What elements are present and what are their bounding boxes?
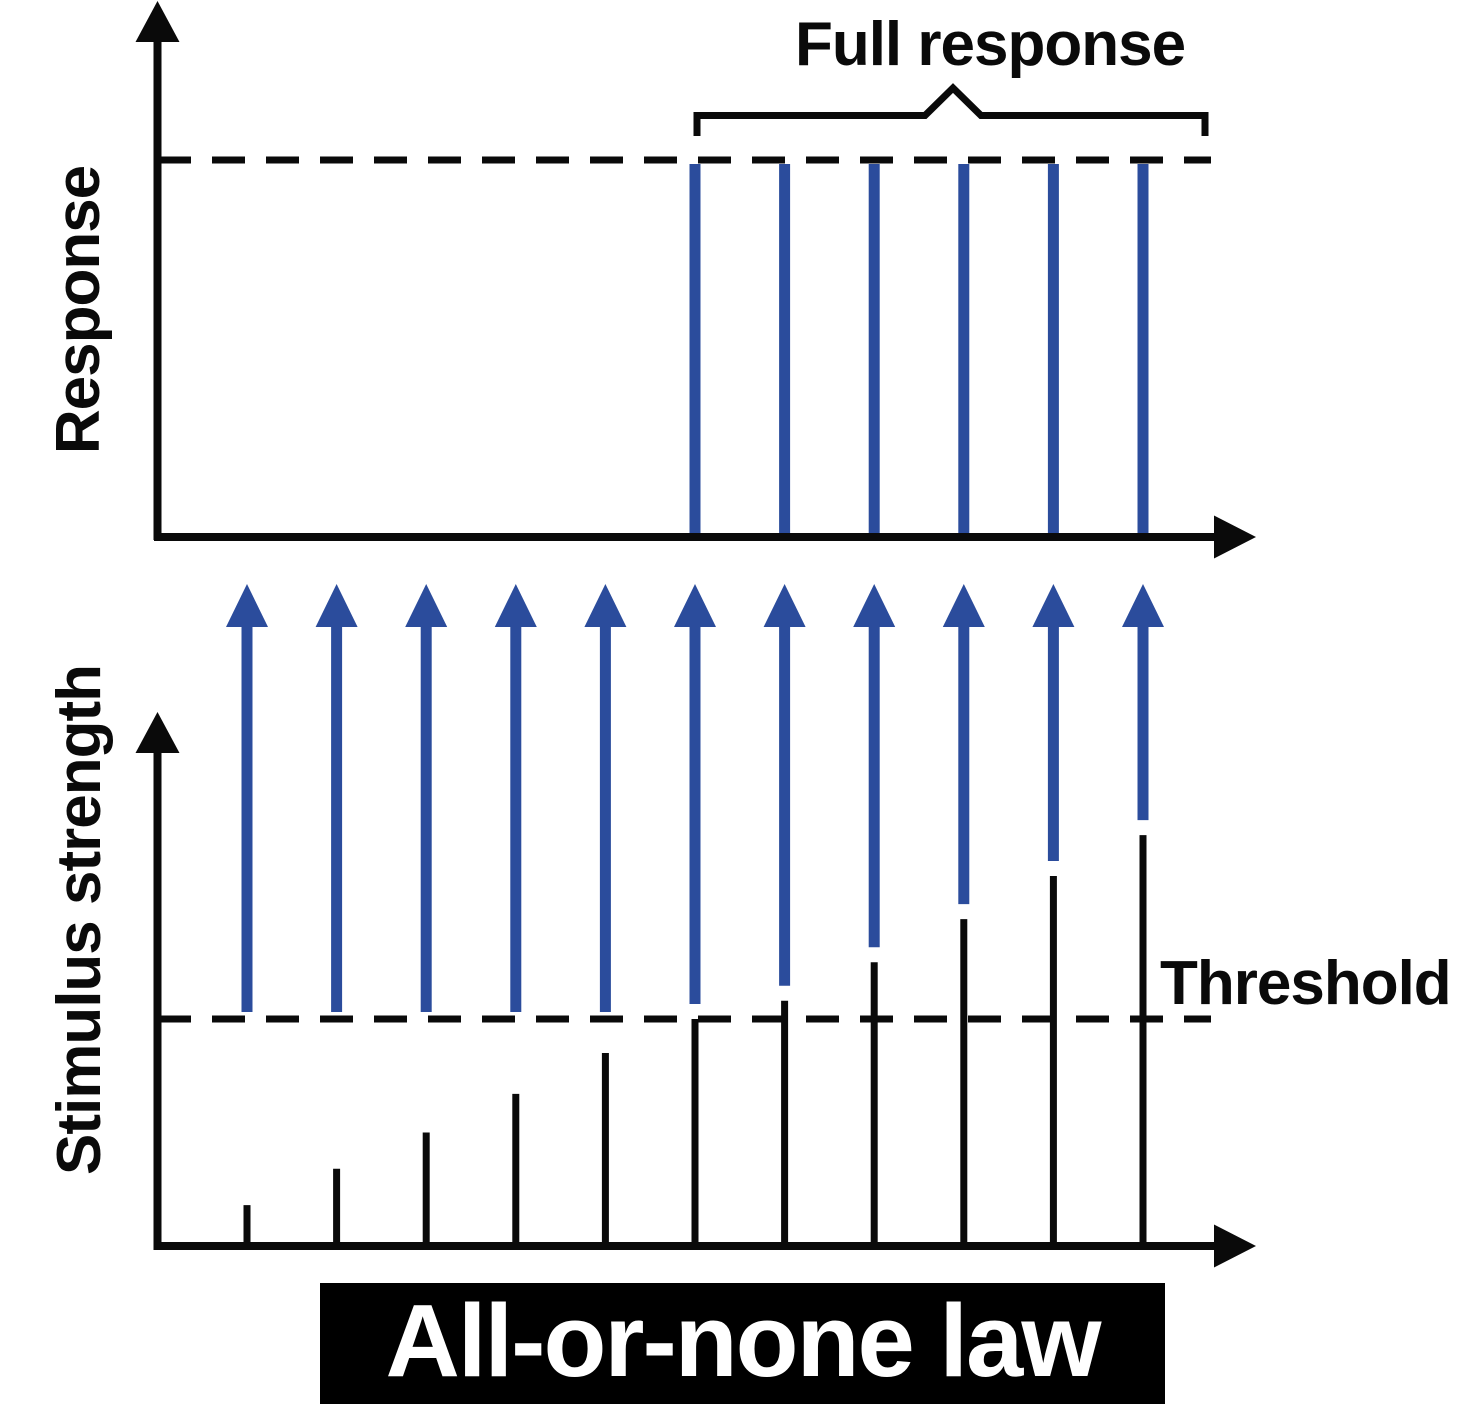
full-response-label: Full response [794, 10, 1186, 79]
threshold-label: Threshold [1160, 949, 1452, 1018]
response-x-axis-arrowhead-icon [1214, 515, 1256, 559]
stimulus-arrowhead-icon [494, 584, 537, 627]
stimulus-x-axis-arrowhead-icon [1214, 1224, 1256, 1268]
stimulus-arrowhead-icon [226, 584, 268, 627]
response-chart [135, 1, 1256, 559]
stimulus-arrowhead-icon [674, 584, 716, 627]
stimulus-arrowhead-icon [584, 584, 627, 627]
stimulus-arrowhead-icon [315, 584, 358, 627]
stimulus-strength-axis-label: Stimulus strength [45, 664, 114, 1176]
stimulus-arrows [226, 584, 1164, 1012]
response-full-lines [689, 164, 1149, 534]
full-response-brace [693, 83, 1209, 136]
title-bar: All-or-none law [320, 1283, 1165, 1404]
stimulus-arrowhead-icon [942, 584, 985, 627]
diagram-title: All-or-none law [385, 1283, 1102, 1398]
stimulus-strength-chart [135, 712, 1256, 1268]
stimulus-arrowhead-icon [763, 584, 806, 627]
stimulus-arrowhead-icon [405, 584, 448, 627]
stimulus-stems [243, 835, 1147, 1243]
stimulus-y-axis-arrowhead-icon [135, 712, 180, 753]
stimulus-arrowhead-icon [1122, 584, 1164, 627]
response-axis-label: Response [44, 165, 113, 455]
stimulus-arrowhead-icon [853, 584, 896, 627]
stimulus-arrowhead-icon [1032, 584, 1075, 627]
response-y-axis-arrowhead-icon [135, 1, 180, 42]
